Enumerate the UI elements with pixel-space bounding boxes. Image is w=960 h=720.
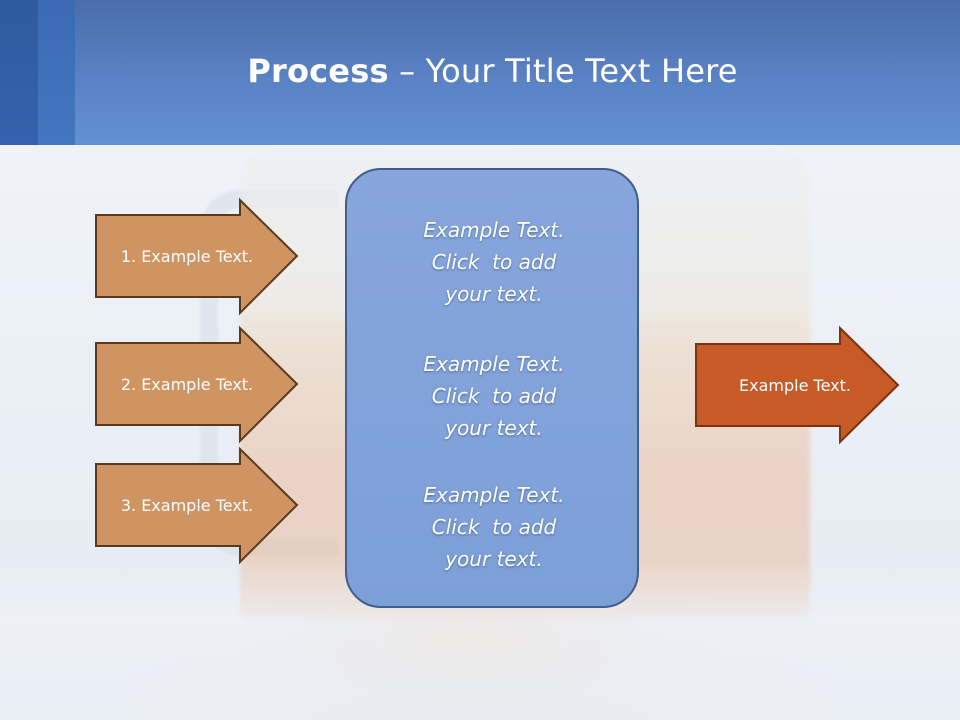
center-process-panel[interactable]: Example Text. Click to add your text. Ex… (345, 168, 639, 608)
panel-line: Click to add (431, 250, 557, 274)
output-arrow[interactable]: Example Text. (695, 325, 900, 445)
input-arrow-label: 1. Example Text. (120, 246, 254, 266)
panel-line: Example Text. (423, 218, 565, 242)
arrow-shape (95, 446, 299, 565)
arrow-shape (95, 197, 299, 316)
panel-line: Example Text. (423, 352, 565, 376)
panel-text-block-2: Example Text. Click to add your text. (347, 348, 641, 444)
header-accent-stripe (0, 0, 38, 145)
slide-title-bold: Process (247, 52, 389, 90)
panel-text-block-3: Example Text. Click to add your text. (347, 479, 641, 575)
arrow-shape (695, 325, 900, 445)
panel-text-block-1: Example Text. Click to add your text. (347, 214, 641, 310)
input-arrow-label: 2. Example Text. (120, 374, 254, 394)
header-accent-stripe-light (38, 0, 75, 145)
panel-line: your text. (445, 282, 543, 306)
panel-line: your text. (445, 547, 543, 571)
panel-line: your text. (445, 416, 543, 440)
panel-line: Click to add (431, 515, 557, 539)
arrow-shape (95, 325, 299, 444)
panel-line: Click to add (431, 384, 557, 408)
input-arrow-3[interactable]: 3. Example Text. (95, 446, 299, 565)
slide-title-rest: – Your Title Text Here (388, 52, 738, 90)
slide-title[interactable]: Process – Your Title Text Here (0, 52, 960, 90)
panel-line: Example Text. (423, 483, 565, 507)
input-arrow-2[interactable]: 2. Example Text. (95, 325, 299, 444)
input-arrow-1[interactable]: 1. Example Text. (95, 197, 299, 316)
output-arrow-label: Example Text. (739, 375, 851, 395)
title-bar: Process – Your Title Text Here (0, 0, 960, 145)
input-arrow-label: 3. Example Text. (120, 495, 254, 515)
